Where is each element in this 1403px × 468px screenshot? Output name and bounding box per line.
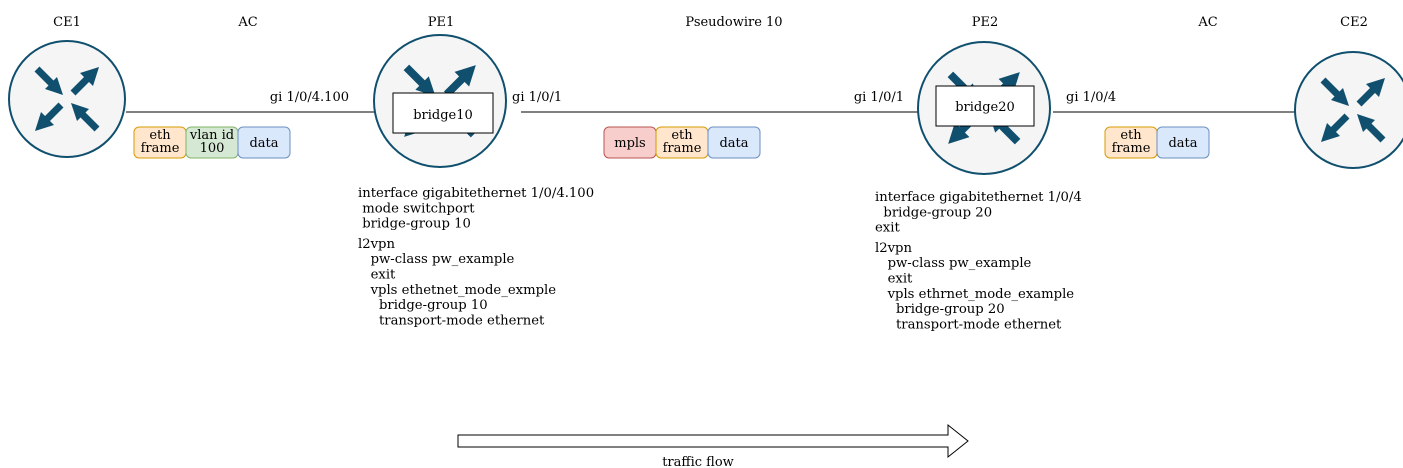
config-line: l2vpn [875, 241, 912, 256]
config-line: exit [358, 268, 396, 283]
config-line: transport-mode ethernet [875, 317, 1062, 332]
pe2-router[interactable]: bridge20 [917, 41, 1051, 175]
config-line: bridge-group 20 [875, 302, 1005, 317]
config-line: interface gigabitethernet 1/0/4.100 [358, 186, 594, 201]
config-line: vpls ethrnet_mode_example [875, 287, 1074, 302]
ce1-router[interactable] [8, 40, 126, 158]
pe2-ac-port: gi 1/0/4 [1066, 90, 1116, 105]
frame-field-text: eth [1120, 128, 1142, 143]
bridge10-box [392, 92, 494, 134]
bridge20-box [935, 85, 1035, 127]
pe2-label: PE2 [972, 15, 999, 30]
frame-field-text: frame [1112, 141, 1151, 156]
ce2-router[interactable] [1294, 51, 1403, 169]
frame-field-text: eth [149, 128, 171, 143]
ce2-label: CE2 [1340, 15, 1368, 30]
config-line: bridge-group 10 [358, 217, 471, 232]
pe1-config: interface gigabitethernet 1/0/4.100 mode… [358, 186, 594, 328]
config-line: interface gigabitethernet 1/0/4 [875, 190, 1082, 205]
config-line: pw-class pw_example [358, 252, 515, 267]
frame-field-text: frame [141, 141, 180, 156]
frame-field-text: frame [663, 141, 702, 156]
frame-field-mpls: mpls [603, 126, 657, 159]
traffic-flow-arrow [457, 423, 969, 459]
frame-field-text: eth [671, 128, 693, 143]
config-line: pw-class pw_example [875, 256, 1032, 271]
frame-field-text: mpls [614, 136, 645, 151]
ce1-label: CE1 [53, 15, 81, 30]
frame-field-data: data [1156, 126, 1210, 159]
pe2-config: interface gigabitethernet 1/0/4 bridge-g… [875, 190, 1082, 332]
bridge10-label: bridge10 [413, 108, 473, 123]
config-line: mode switchport [358, 201, 475, 216]
frame-field-text: data [719, 136, 748, 151]
frame-field-data: data [237, 126, 291, 159]
bridge20-label: bridge20 [955, 100, 1015, 115]
frame-field-text: data [249, 136, 278, 151]
frame-field-text: vlan id [189, 128, 234, 143]
pseudowire-label: Pseudowire 10 [685, 15, 782, 30]
traffic-flow-label: traffic flow [662, 455, 734, 468]
pe2-core-port: gi 1/0/1 [854, 90, 904, 105]
pe1-ac-port: gi 1/0/4.100 [270, 90, 349, 105]
pe1-label: PE1 [428, 15, 455, 30]
pe1-router[interactable]: bridge10 [373, 34, 507, 168]
frame-field-text: 100 [200, 141, 225, 156]
config-line: bridge-group 10 [358, 298, 488, 313]
frame-field-text: data [1168, 136, 1197, 151]
config-line: transport-mode ethernet [358, 313, 545, 328]
config-line: l2vpn [358, 237, 395, 252]
ac-right-label: AC [1197, 15, 1217, 30]
config-line: exit [875, 272, 913, 287]
ac-left-label: AC [237, 15, 257, 30]
config-line: exit [875, 221, 900, 236]
pe1-core-port: gi 1/0/1 [512, 90, 562, 105]
frame-field-data: data [707, 126, 761, 159]
config-line: vpls ethetnet_mode_exmple [358, 283, 556, 298]
config-line: bridge-group 20 [875, 205, 992, 220]
